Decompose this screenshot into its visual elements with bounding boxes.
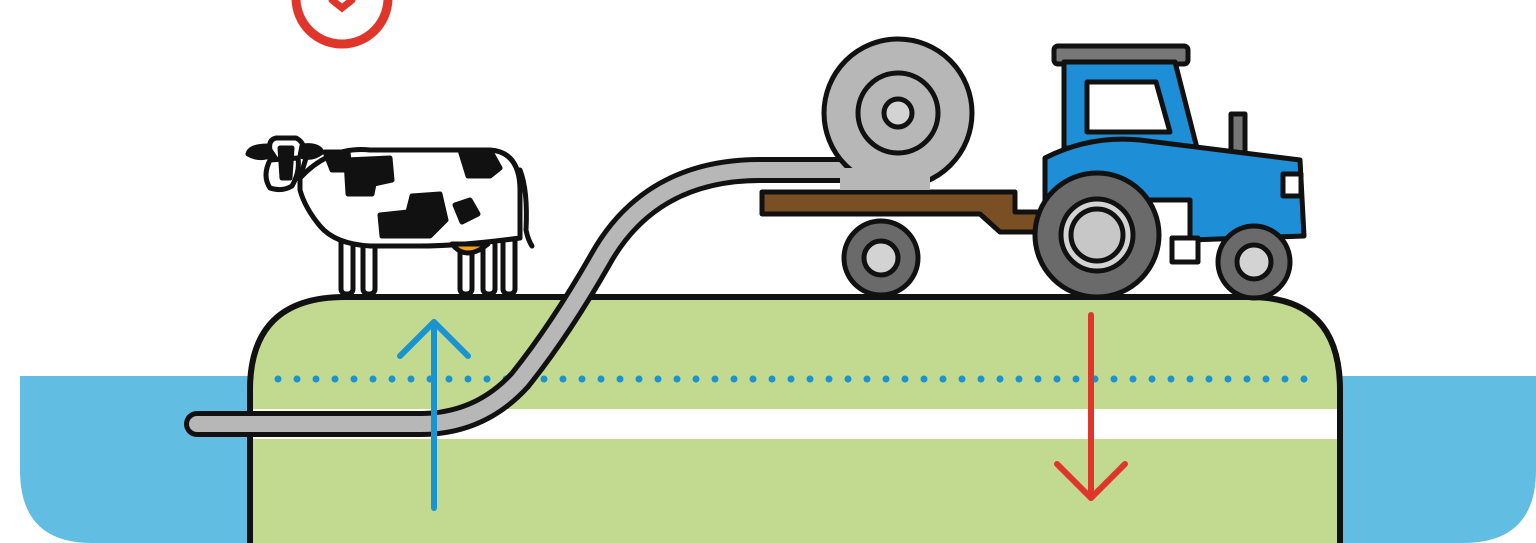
tractor-icon bbox=[1032, 43, 1307, 301]
cow-icon bbox=[245, 135, 535, 297]
trailer-icon bbox=[759, 189, 1055, 298]
hose-reel-icon bbox=[821, 36, 975, 190]
tractor-rear-wheel bbox=[1032, 170, 1162, 300]
down-arrow-icon bbox=[1054, 312, 1128, 501]
up-arrow-icon bbox=[397, 319, 471, 511]
tractor-front-wheel bbox=[1215, 223, 1293, 301]
trailer-wheel bbox=[841, 218, 921, 298]
badge-icon bbox=[291, 0, 393, 49]
hose bbox=[184, 157, 903, 437]
